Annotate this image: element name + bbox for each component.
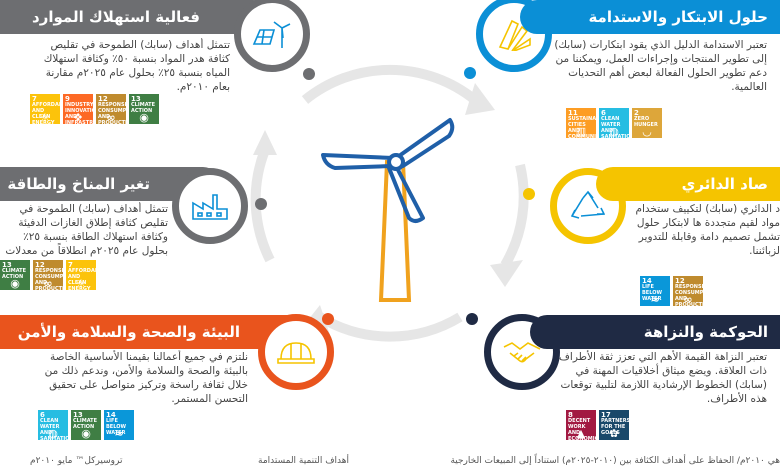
ring-dot-blue: [464, 67, 476, 79]
innovation-title: حلول الابتكار والاستدامة: [588, 8, 768, 26]
factory-icon: [192, 194, 228, 220]
footer-note: هي ٢٠١٠م/ الحفاظ على أهداف الكثافة بين (…: [450, 456, 780, 466]
resource-sdg-row: 7AFFORDABLE AND CLEAN ENERGY☼ 9INDUSTRY,…: [30, 94, 159, 124]
climate-title: تغير المناخ والطاقة: [7, 175, 150, 193]
climate-icon-circle: [172, 168, 248, 244]
turbine-blade-down: [387, 166, 425, 223]
sdg-11-tile: 11SUSTAINABLE CITIES AND COMMUNITIES▥: [566, 108, 596, 138]
circular-title: صاد الدائري: [681, 175, 768, 193]
sdg-12-tile: 12RESPONSIBLE CONSUMPTION AND PRODUCTION…: [33, 260, 63, 290]
sdg-12-tile: 12RESPONSIBLE CONSUMPTION AND PRODUCTION…: [673, 276, 703, 306]
circular-title-bar: صاد الدائري: [596, 167, 780, 201]
sun-icon: ☼: [76, 277, 86, 290]
arrow-right: [500, 163, 529, 268]
sdg-17-tile: 17PARTNERSHIPS FOR THE GOALS✿: [599, 410, 629, 440]
health-title: البيئة والصحة والسلامة والأمن: [17, 323, 240, 341]
recycle-icon: [571, 190, 605, 219]
hard-hat-icon: [277, 342, 315, 364]
bowl-icon: ◡: [642, 125, 652, 138]
sdg-7-tile: 7AFFORDABLE AND CLEAN ENERGY☼: [66, 260, 96, 290]
drop-icon: ◍: [48, 427, 58, 440]
arrowhead-right: [490, 260, 523, 287]
resource-icon-circle: [234, 0, 310, 72]
circular-body: د الدائري (سابك) لتكييف ستخدام مواد لقيم…: [635, 203, 780, 257]
arrow-bottom: [317, 312, 463, 342]
innovation-body: تعتبر الاستدامة الدليل الذي يقود ابتكارا…: [554, 39, 767, 93]
eye-icon: ◉: [139, 111, 149, 124]
flower-icon: ✿: [609, 427, 619, 440]
arrowhead-left: [253, 130, 277, 155]
resource-title-bar: فعالية استهلاك الموارد: [0, 0, 270, 34]
climate-body: تتمثل أهداف (سابك) الطموحة في تقليص كثاف…: [5, 203, 168, 260]
sdg-12-tile: 12RESPONSIBLE CONSUMPTION AND PRODUCTION…: [96, 94, 126, 124]
eye-icon: ◉: [81, 427, 91, 440]
handshake-icon: [503, 342, 541, 363]
wind-turbine: [321, 118, 455, 302]
governance-icon-circle: [484, 314, 560, 390]
cubes-icon: ❖: [73, 111, 83, 124]
footer-sdg-label: أهداف التنمية المستدامة: [258, 456, 350, 466]
health-body: نلتزم في جميع أعمالنا بقيمنا الأساسية ال…: [44, 351, 248, 405]
arrow-top: [301, 64, 479, 104]
innovation-sdg-row: 11SUSTAINABLE CITIES AND COMMUNITIES▥ 6C…: [566, 108, 662, 138]
arrowhead-top: [465, 83, 495, 115]
chart-icon: ▲: [576, 427, 586, 440]
ring-dot-navy: [466, 313, 478, 325]
footer-trademark: تروسيركل™ مايو ٢٠١٠م: [30, 456, 123, 466]
ring-dot-gray-top: [303, 68, 315, 80]
health-icon-circle: [258, 314, 334, 390]
ring-dot-yellow: [523, 188, 535, 200]
turbine-blade-right: [397, 118, 455, 168]
solar-windmill-icon: [252, 21, 291, 48]
city-icon: ▥: [575, 125, 587, 138]
resource-title: فعالية استهلاك الموارد: [32, 8, 200, 26]
governance-title: الحوكمة والنزاهة: [643, 323, 768, 341]
resource-body: تتمثل أهداف (سابك) الطموحة في تقليص كثاف…: [43, 39, 230, 93]
turbine-hub: [387, 153, 405, 171]
fish-icon: ≈: [114, 427, 124, 440]
cycle-diagram: [250, 64, 529, 342]
infinity-icon: ∞: [43, 277, 53, 290]
sun-icon: ☼: [40, 111, 50, 124]
eye-icon: ◉: [10, 277, 20, 290]
infinity-icon: ∞: [106, 111, 116, 124]
drop-icon: ◍: [609, 125, 619, 138]
sdg-7-tile: 7AFFORDABLE AND CLEAN ENERGY☼: [30, 94, 60, 124]
turbine-blade-left: [321, 153, 395, 170]
infinity-icon: ∞: [683, 293, 693, 306]
ring-dot-orange: [322, 313, 334, 325]
innovation-title-bar: حلول الابتكار والاستدامة: [520, 0, 780, 34]
governance-body: تعتبر النزاهة القيمة الأهم التي تعزز ثقة…: [559, 351, 767, 405]
governance-title-bar: الحوكمة والنزاهة: [530, 315, 780, 349]
fish-icon: ≈: [650, 293, 660, 306]
ring-dot-gray-left: [255, 198, 267, 210]
